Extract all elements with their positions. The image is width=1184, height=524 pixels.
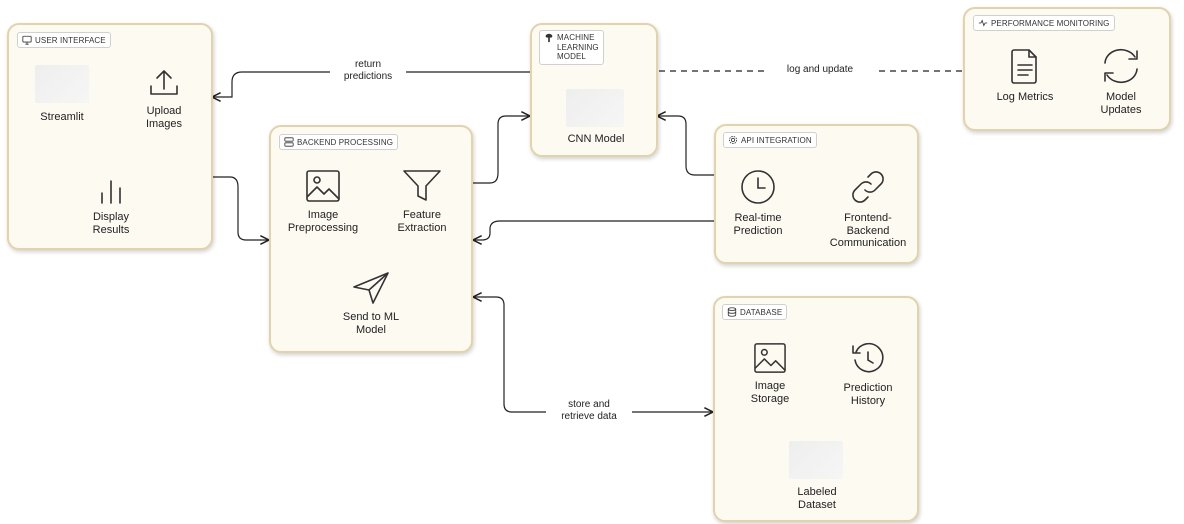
link-icon	[852, 171, 884, 203]
performance-title: PERFORMANCE MONITORING	[991, 18, 1110, 28]
backend-tag: BACKEND PROCESSING	[279, 134, 399, 150]
image-icon	[754, 343, 786, 373]
image-storage-item[interactable]: Image Storage	[735, 342, 805, 405]
edge-label-return-predictions: return predictions	[330, 59, 406, 82]
model-updates-label: Model Updates	[1100, 91, 1142, 116]
edge-api-to-backend	[473, 220, 714, 240]
labeled-dataset-image	[789, 441, 843, 479]
log-metrics-item[interactable]: Log Metrics	[987, 47, 1063, 104]
filter-icon	[403, 170, 441, 201]
frontend-backend-label: Frontend- Backend Communication	[829, 212, 907, 250]
streamlit-image	[35, 65, 89, 103]
upload-icon	[150, 70, 178, 95]
gear-icon	[728, 135, 738, 145]
clock-icon	[741, 170, 775, 204]
display-results-label: Display Results	[92, 211, 130, 236]
prediction-history-label: Prediction History	[843, 382, 893, 407]
send-to-ml-label: Send to ML Model	[342, 311, 400, 336]
edge-api-to-ml	[657, 116, 714, 176]
database-icon	[727, 307, 737, 317]
pulse-icon	[978, 18, 988, 28]
document-icon	[1011, 49, 1037, 84]
image-preprocessing-item[interactable]: Image Preprocessing	[277, 169, 369, 234]
performance-monitoring-box: PERFORMANCE MONITORING Log Metrics Model…	[963, 7, 1171, 131]
database-tag: DATABASE	[722, 304, 788, 320]
cnn-model-label: CNN Model	[567, 133, 625, 145]
streamlit-label: Streamlit	[40, 111, 84, 123]
edge-backend-to-ml	[472, 116, 530, 184]
api-integration-box: API INTEGRATION Real-time Prediction Fro…	[714, 124, 919, 264]
display-results-item[interactable]: Display Results	[71, 175, 151, 236]
edge-return-predictions	[212, 71, 530, 97]
refresh-icon	[1104, 48, 1138, 84]
edge-label-store-and-retrieve: store and retrieve data	[546, 399, 632, 422]
backend-title: BACKEND PROCESSING	[297, 137, 394, 147]
cnn-model-image	[566, 89, 624, 127]
send-icon	[353, 272, 389, 304]
image-preprocessing-label: Image Preprocessing	[287, 209, 359, 234]
frontend-backend-item[interactable]: Frontend- Backend Communication	[816, 168, 920, 250]
model-updates-item[interactable]: Model Updates	[1083, 47, 1159, 116]
ml-model-box: MACHINE LEARNING MODEL CNN Model	[530, 23, 658, 157]
api-title: API INTEGRATION	[741, 135, 812, 145]
real-time-prediction-label: Real-time Prediction	[733, 212, 783, 237]
user-interface-tag: USER INTERFACE	[17, 32, 111, 48]
ml-model-title: MACHINE LEARNING MODEL	[557, 33, 599, 62]
image-icon	[306, 170, 340, 202]
upload-images-item[interactable]: Upload Images	[127, 65, 201, 130]
edge-label-log-and-update: log and update	[766, 64, 874, 76]
upload-images-label: Upload Images	[145, 105, 183, 130]
history-icon	[852, 342, 884, 373]
real-time-prediction-item[interactable]: Real-time Prediction	[718, 168, 798, 237]
user-interface-title: USER INTERFACE	[35, 35, 106, 45]
performance-tag: PERFORMANCE MONITORING	[973, 15, 1115, 31]
ml-model-tag: MACHINE LEARNING MODEL	[539, 30, 604, 65]
edge-ui-to-backend	[212, 176, 269, 240]
database-title: DATABASE	[740, 307, 783, 317]
monitor-icon	[22, 35, 32, 45]
backend-processing-box: BACKEND PROCESSING Image Preprocessing F…	[269, 125, 473, 353]
bar-chart-icon	[101, 180, 121, 204]
labeled-dataset-label: Labeled Dataset	[797, 486, 837, 511]
api-tag: API INTEGRATION	[723, 132, 817, 148]
feature-extraction-label: Feature Extraction	[397, 209, 447, 234]
server-icon	[284, 137, 294, 147]
brain-icon	[544, 33, 554, 43]
database-box: DATABASE Image Storage Prediction Histor…	[713, 296, 919, 522]
image-storage-label: Image Storage	[750, 380, 790, 405]
edge-store-retrieve	[473, 297, 713, 412]
log-metrics-label: Log Metrics	[996, 91, 1054, 103]
user-interface-box: USER INTERFACE Streamlit Upload Images D…	[7, 23, 213, 250]
prediction-history-item[interactable]: Prediction History	[827, 342, 909, 407]
send-to-ml-item[interactable]: Send to ML Model	[323, 271, 419, 336]
feature-extraction-item[interactable]: Feature Extraction	[379, 169, 465, 234]
